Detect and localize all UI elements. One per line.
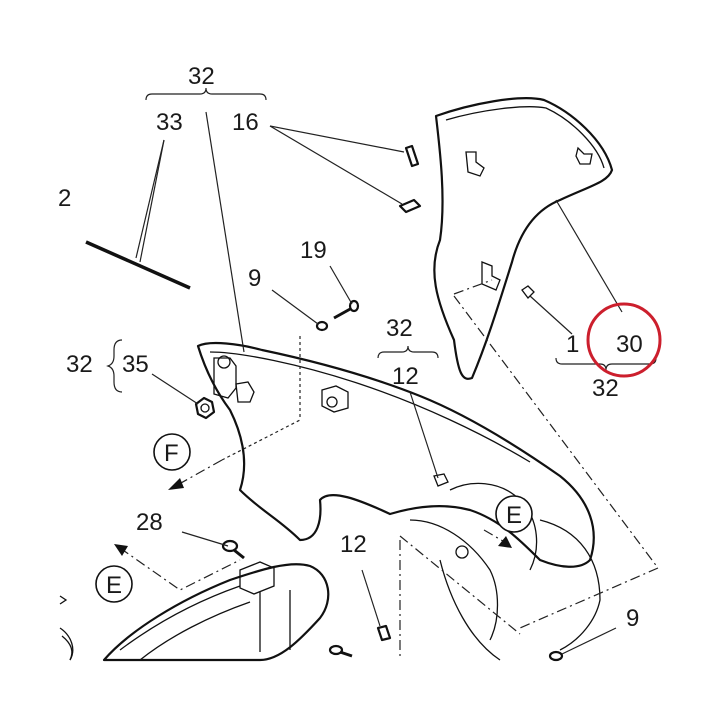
screw-part-19 [333, 299, 360, 320]
main-panel-right-flange [539, 519, 601, 651]
callout-32-mid: 32 [386, 315, 413, 342]
bracket-rib-b [139, 601, 251, 661]
main-panel-grommet-left [217, 355, 231, 369]
ref-line-center [399, 535, 521, 635]
nut-part-35 [194, 396, 216, 420]
arrow-e-center [498, 536, 512, 548]
leader-16-a [269, 125, 405, 153]
callout-16: 16 [232, 109, 259, 136]
clip-part-12-mid [433, 473, 449, 487]
washer-part-9-low [548, 650, 564, 662]
view-f-label: F [164, 440, 179, 467]
bracket-edge-left [59, 627, 74, 661]
callout-1: 1 [566, 331, 579, 358]
leader-30 [555, 199, 623, 313]
clip-part-12-low [376, 624, 392, 642]
leader-28 [181, 531, 229, 547]
main-panel-grommet-center [326, 396, 338, 408]
view-e-left-circle [95, 565, 133, 603]
leader-9-low [561, 627, 617, 655]
view-e-center-label: E [506, 502, 522, 529]
callout-32-top: 32 [188, 63, 215, 90]
highlight-circle [586, 302, 662, 378]
bracket-32-left [106, 339, 123, 393]
main-panel-mount-center [321, 385, 349, 413]
bracket-32-top [145, 87, 267, 101]
screw-part-28 [221, 539, 245, 560]
side-panel-part [433, 97, 614, 380]
side-panel-edge [445, 106, 605, 169]
view-f-circle [153, 433, 191, 471]
main-panel-lower-strut [409, 519, 499, 641]
callout-35: 35 [122, 351, 149, 378]
callout-9-low: 9 [626, 605, 639, 632]
strip-part-33 [85, 240, 191, 290]
ref-dotted-f [221, 419, 301, 461]
main-panel-edge [209, 351, 531, 463]
leader-33-b [139, 139, 165, 263]
pad-part-16-b [398, 198, 422, 214]
callout-2: 2 [58, 185, 71, 212]
leader-19 [329, 265, 353, 305]
callout-12-mid: 12 [392, 363, 419, 390]
callout-12-low: 12 [340, 531, 367, 558]
bracket-assembly [102, 563, 330, 662]
arrow-e-left [114, 544, 128, 556]
leader-1 [529, 295, 573, 335]
bracket-32-mid [377, 345, 439, 359]
callout-19: 19 [300, 237, 327, 264]
ref-line-panel-b [453, 295, 659, 629]
main-panel-tab [235, 381, 255, 403]
side-panel-clip-a [465, 151, 485, 177]
leader-35 [151, 373, 199, 405]
edge-arc-left [61, 635, 73, 661]
main-panel-part [196, 341, 595, 568]
clip-part-1 [521, 285, 535, 299]
main-panel-lower-flange [439, 559, 501, 661]
leader-32-main [205, 111, 245, 353]
leader-33-a [135, 139, 165, 259]
bracket-32-right [555, 357, 657, 371]
side-panel-clip-b [575, 146, 593, 165]
ref-line-e-left [119, 547, 241, 591]
arrow-f [168, 478, 184, 490]
callout-30: 30 [616, 331, 643, 358]
callout-32-right: 32 [592, 375, 619, 402]
callout-9-top: 9 [248, 265, 261, 292]
callout-32-left: 32 [66, 351, 93, 378]
bracket-mount [239, 561, 275, 595]
leader-12-mid [409, 391, 439, 479]
bracket-rib-a [119, 585, 241, 651]
leader-9-top [271, 289, 319, 325]
callout-33: 33 [156, 109, 183, 136]
edge-mark-left [59, 595, 68, 605]
callout-28: 28 [136, 509, 163, 536]
main-panel-bolt-hole [455, 545, 469, 559]
view-e-left-label: E [106, 572, 122, 599]
view-e-center-circle [495, 495, 533, 533]
pad-part-16-a [404, 144, 420, 168]
screw-part-low [328, 644, 353, 658]
leader-12-low [361, 569, 381, 627]
ref-line-panel-a [453, 279, 493, 295]
washer-part-9-top [315, 320, 329, 332]
leader-16-b [269, 125, 403, 205]
